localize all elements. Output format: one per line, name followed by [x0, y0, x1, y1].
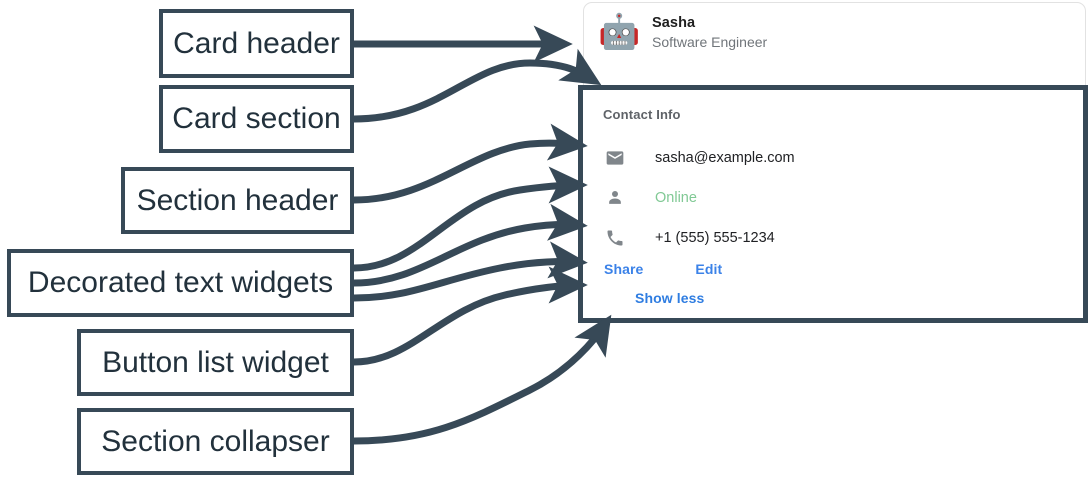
person-icon: [603, 186, 627, 210]
decorated-text-widget-status: Online: [603, 178, 1083, 218]
card-header-title: Sasha: [652, 14, 696, 31]
card-section: Contact Info sasha@example.com Online: [578, 85, 1088, 323]
callout-card-section: Card section: [159, 85, 354, 153]
card-section-content: Contact Info sasha@example.com Online: [583, 90, 1083, 308]
section-collapser: Show less: [635, 290, 1083, 308]
callout-section-header: Section header: [121, 167, 354, 234]
arrow-section-header: [353, 123, 588, 204]
share-button[interactable]: Share: [604, 261, 644, 277]
arrow-button-list: [353, 266, 588, 366]
phone-icon: [603, 226, 627, 250]
callout-section-collapser: Section collapser: [77, 408, 354, 475]
arrow-decorated-3: [353, 241, 588, 302]
callout-button-list-widget: Button list widget: [77, 329, 354, 396]
decorated-text-widget-phone: +1 (555) 555-1234: [603, 218, 1083, 258]
show-less-button[interactable]: Show less: [635, 290, 705, 306]
robot-avatar-icon: 🤖: [598, 13, 641, 51]
card-header: 🤖 Sasha Software Engineer: [584, 3, 1085, 61]
callout-decorated-text-widgets: Decorated text widgets: [7, 249, 354, 317]
edit-button[interactable]: Edit: [695, 261, 723, 277]
card-header-text: Sasha Software Engineer: [652, 15, 767, 50]
arrow-section-collapser: [353, 314, 612, 445]
phone-value: +1 (555) 555-1234: [655, 230, 775, 246]
arrow-card-section: [353, 48, 602, 123]
button-list-widget: Share Edit: [604, 261, 1083, 277]
email-value: sasha@example.com: [655, 150, 795, 166]
arrow-decorated-1: [353, 166, 588, 272]
callout-card-header: Card header: [159, 9, 354, 78]
arrow-decorated-2: [353, 203, 588, 287]
card-header-subtitle: Software Engineer: [652, 33, 768, 50]
decorated-text-widget-email: sasha@example.com: [603, 138, 1083, 178]
status-value: Online: [655, 190, 697, 206]
section-header: Contact Info: [603, 107, 681, 122]
email-icon: [603, 146, 627, 170]
